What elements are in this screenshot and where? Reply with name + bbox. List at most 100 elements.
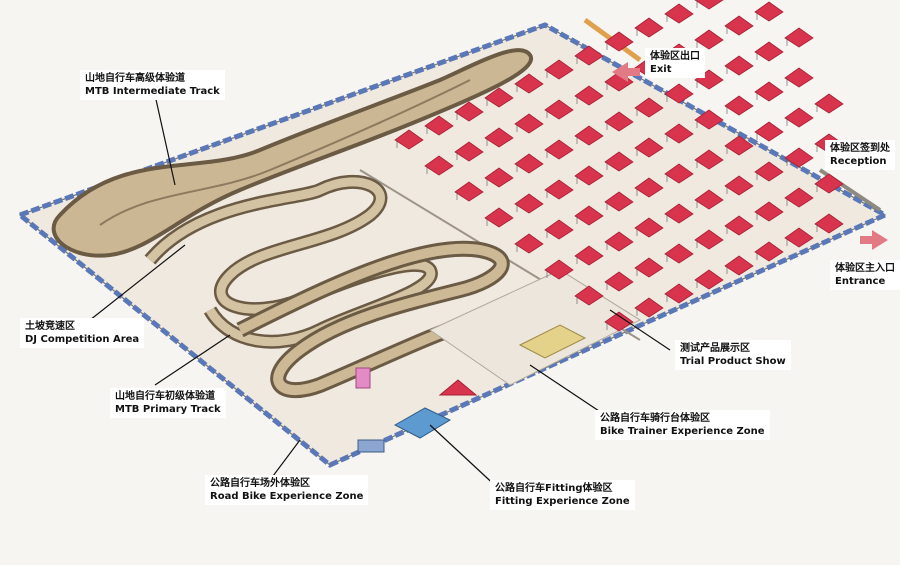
tent [394,129,424,150]
tent [514,233,544,254]
tent [514,193,544,214]
tent [604,151,634,172]
fitting-tent [438,379,478,396]
tent [754,1,784,22]
tent [784,67,814,88]
entrance-arrow [860,230,888,250]
tent [454,141,484,162]
tent [784,27,814,48]
leader-mtb-primary [154,334,231,386]
road-bike-bench [357,439,385,453]
tent [724,55,754,76]
venue-fence [18,22,891,468]
tent [544,259,574,280]
leader-trial [609,309,671,351]
leader-dj [89,244,186,321]
label-exit: 体验区出口 Exit [645,48,705,78]
label-zh: 公路自行车场外体验区 [210,478,310,489]
tent [604,271,634,292]
mtb-intermediate-inner [99,79,471,226]
tent [484,167,514,188]
label-mtb-intermediate: 山地自行车高级体验道 MTB Intermediate Track [80,70,225,100]
label-en: Fitting Experience Zone [495,496,630,507]
tent [604,111,634,132]
label-zh: 公路自行车骑行台体验区 [600,413,710,424]
tent [694,109,724,130]
tent [724,175,754,196]
tent [484,87,514,108]
tent [544,59,574,80]
tent [694,189,724,210]
label-trial-product: 测试产品展示区 Trial Product Show [675,340,791,370]
label-mtb-primary: 山地自行车初级体验道 MTB Primary Track [110,388,226,418]
tent [694,269,724,290]
label-en: Road Bike Experience Zone [210,491,364,502]
tent [664,283,694,304]
label-en: Trial Product Show [680,356,786,367]
label-bike-trainer: 公路自行车骑行台体验区 Bike Trainer Experience Zone [595,410,770,440]
label-zh: 土坡竞速区 [25,321,75,332]
tent [514,113,544,134]
label-fitting: 公路自行车Fitting体验区 Fitting Experience Zone [490,480,635,510]
tent [574,45,604,66]
tent [454,101,484,122]
tent [574,165,604,186]
tent [604,191,634,212]
tent [574,125,604,146]
label-en: Exit [650,64,672,75]
tent [574,245,604,266]
tent [604,71,634,92]
label-en: DJ Competition Area [25,334,140,345]
tent [754,81,784,102]
mtb-intermediate-track [51,48,534,258]
tent [754,201,784,222]
label-en: MTB Primary Track [115,404,221,415]
label-zh: 山地自行车初级体验道 [115,391,215,402]
tent [424,115,454,136]
tent [454,181,484,202]
fitting-zone-platform [393,407,452,439]
tent [514,153,544,174]
tent [694,149,724,170]
tent [634,17,664,38]
tent [634,297,664,318]
tent [484,127,514,148]
tent [604,31,634,52]
label-en: Entrance [835,276,886,287]
tent [604,231,634,252]
tent [784,227,814,248]
mtb-primary-track-surface [237,243,507,396]
tent [724,95,754,116]
label-reception: 体验区签到处 Reception [825,140,895,170]
tent [544,179,574,200]
leader-mtb-intermediate [154,94,176,186]
tent [754,241,784,262]
tent [634,217,664,238]
tent [724,255,754,276]
tent [664,83,694,104]
tent [544,139,574,160]
tent [634,137,664,158]
tent [484,207,514,228]
tent [544,99,574,120]
leader-fitting [429,424,501,491]
tent [724,215,754,236]
pink-display-stand [355,367,371,389]
tent [694,229,724,250]
label-zh: 体验区出口 [650,51,700,62]
tent [664,3,694,24]
label-en: MTB Intermediate Track [85,86,220,97]
tent [574,205,604,226]
tent [664,243,694,264]
leader-road [269,439,301,481]
tent [424,155,454,176]
tent [634,257,664,278]
label-road-bike: 公路自行车场外体验区 Road Bike Experience Zone [205,475,369,505]
tent [784,147,814,168]
bike-trainer-platform [518,324,587,359]
tent [784,187,814,208]
tent [814,173,844,194]
tent [814,213,844,234]
tent [814,93,844,114]
